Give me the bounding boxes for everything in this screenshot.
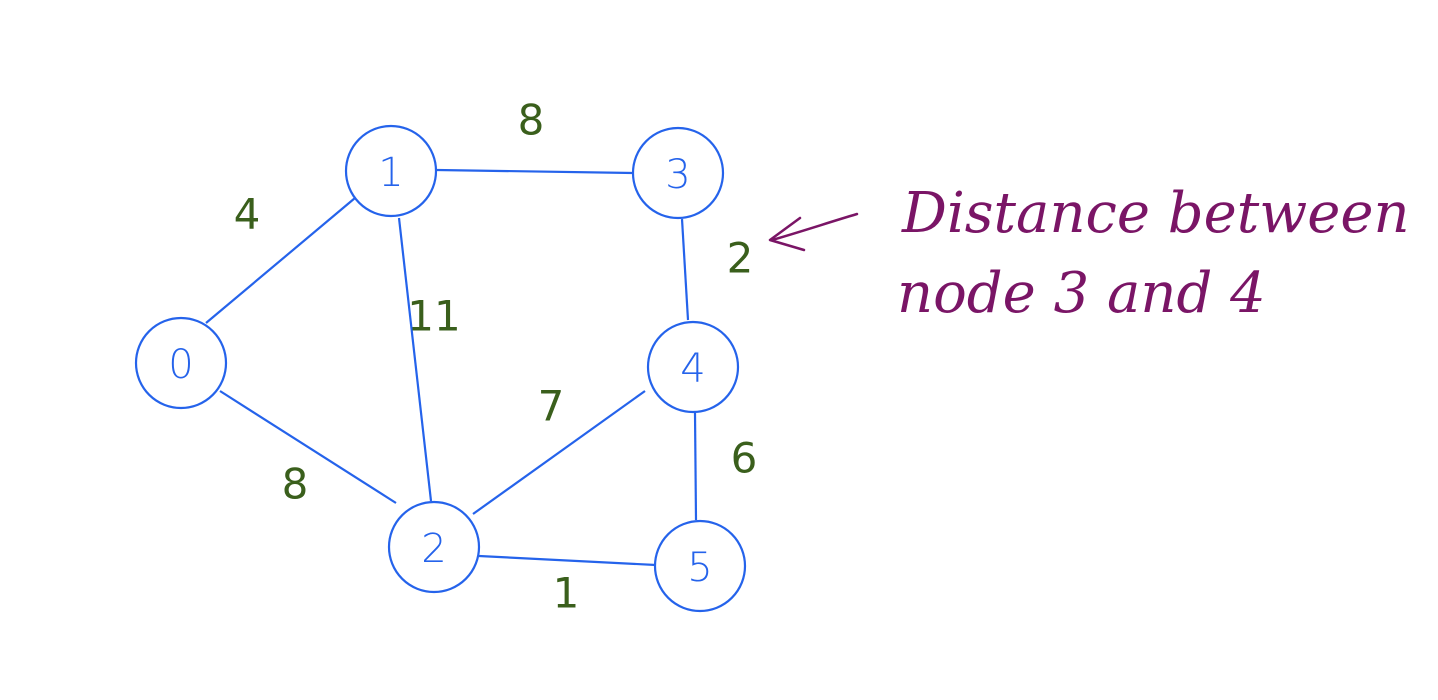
node-label-3: 3 bbox=[665, 152, 690, 198]
annotation-line-2: node 3 and 4 bbox=[897, 261, 1266, 326]
nodes-layer: 0 1 2 3 4 5 bbox=[134, 124, 747, 613]
edge-2-5 bbox=[478, 554, 657, 567]
node-label-1: 1 bbox=[378, 150, 403, 196]
edge-weight-1-2: 11 bbox=[407, 292, 460, 341]
edge-3-4 bbox=[680, 218, 690, 321]
node-label-0: 0 bbox=[168, 342, 193, 388]
edges-layer bbox=[205, 168, 698, 567]
node-label-4: 4 bbox=[680, 346, 705, 392]
graph-node-0: 0 bbox=[134, 316, 228, 410]
edge-weight-0-1: 4 bbox=[234, 190, 261, 239]
graph-node-1: 1 bbox=[344, 124, 438, 218]
weights-layer: 4 8 8 11 2 7 6 1 bbox=[234, 96, 758, 618]
edge-weight-3-4: 2 bbox=[727, 234, 754, 283]
edge-weight-2-4: 7 bbox=[538, 382, 565, 431]
edge-weight-0-2: 8 bbox=[282, 460, 309, 509]
graph-node-3: 3 bbox=[631, 126, 725, 220]
arrow-shaft bbox=[770, 212, 859, 242]
graph-node-2: 2 bbox=[387, 500, 481, 594]
node-label-5: 5 bbox=[687, 545, 712, 591]
edge-weight-2-5: 1 bbox=[553, 569, 580, 618]
edge-2-4 bbox=[472, 390, 646, 515]
graph-node-5: 5 bbox=[653, 519, 747, 613]
arrow-head bbox=[768, 216, 806, 252]
annotation-note: Distance between node 3 and 4 bbox=[897, 181, 1410, 326]
edge-4-5 bbox=[693, 412, 698, 521]
annotation-line-1: Distance between bbox=[901, 181, 1410, 246]
edge-weight-4-5: 6 bbox=[731, 434, 758, 483]
edge-0-2 bbox=[219, 390, 397, 504]
edge-0-1 bbox=[205, 197, 356, 324]
annotation-arrow bbox=[768, 212, 859, 252]
edge-1-3 bbox=[436, 168, 634, 175]
graph-node-4: 4 bbox=[646, 320, 740, 414]
edge-weight-1-3: 8 bbox=[518, 96, 545, 145]
edge-1-2 bbox=[397, 217, 433, 502]
node-label-2: 2 bbox=[421, 526, 446, 572]
